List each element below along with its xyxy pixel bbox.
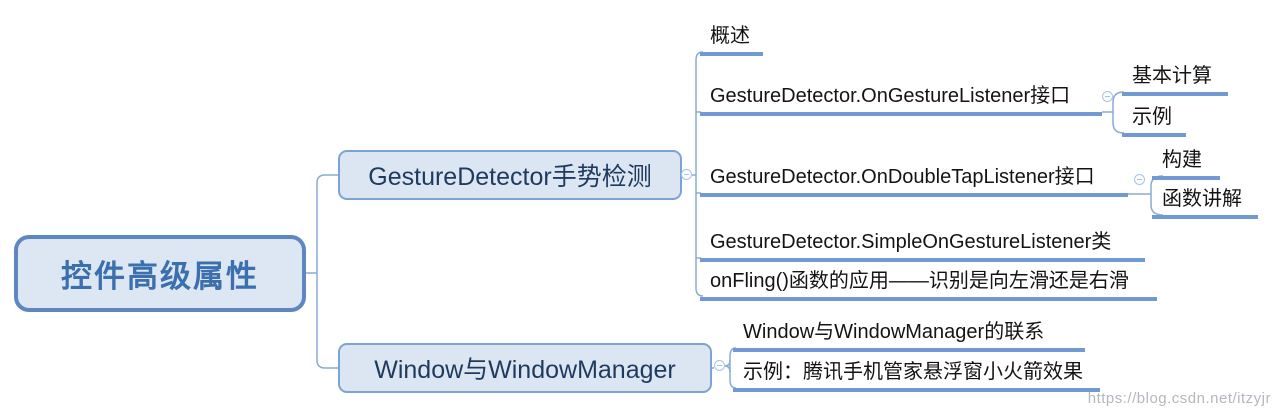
- topic-example-gesture[interactable]: 示例: [1122, 103, 1186, 137]
- topic-construction[interactable]: 构建: [1152, 146, 1220, 180]
- topic-basic-calculation[interactable]: 基本计算: [1122, 62, 1228, 96]
- watermark-url: https://blog.csdn.net/itzyjr: [1087, 390, 1271, 407]
- collapse-minus-icon[interactable]: [681, 169, 692, 180]
- topic-function-explanation[interactable]: 函数讲解: [1152, 185, 1258, 219]
- branch-gesturedetector-label: GestureDetector手势检测: [368, 163, 652, 191]
- topic-function-explanation-label: 函数讲解: [1162, 188, 1242, 210]
- branch-gesturedetector[interactable]: GestureDetector手势检测: [338, 150, 682, 200]
- topic-overview[interactable]: 概述: [700, 22, 763, 56]
- branch-windowmanager[interactable]: Window与WindowManager: [338, 343, 712, 393]
- root-topic-label: 控件高级属性: [61, 259, 259, 294]
- topic-window-relation-label: Window与WindowManager的联系: [743, 321, 1045, 343]
- topic-ondoubletaplistener-interface[interactable]: GestureDetector.OnDoubleTapListener接口: [700, 163, 1128, 197]
- topic-ondoubletaplistener-label: GestureDetector.OnDoubleTapListener接口: [710, 166, 1095, 188]
- topic-floating-rocket-label: 示例：腾讯手机管家悬浮窗小火箭效果: [743, 361, 1083, 383]
- topic-onfling-label: onFling()函数的应用——识别是向左滑还是右滑: [710, 270, 1129, 292]
- collapse-minus-icon[interactable]: [714, 360, 725, 371]
- collapse-minus-icon[interactable]: [1134, 174, 1145, 185]
- collapse-minus-icon[interactable]: [1102, 91, 1113, 102]
- topic-overview-label: 概述: [710, 25, 750, 47]
- topic-construction-label: 构建: [1162, 149, 1202, 171]
- topic-window-windowmanager-relation[interactable]: Window与WindowManager的联系: [733, 318, 1085, 352]
- branch-windowmanager-label: Window与WindowManager: [374, 356, 676, 384]
- topic-simpleongesturelistener-label: GestureDetector.SimpleOnGestureListener类: [710, 231, 1112, 253]
- topic-ongesturelistener-interface[interactable]: GestureDetector.OnGestureListener接口: [700, 82, 1102, 116]
- topic-simpleongesturelistener-class[interactable]: GestureDetector.SimpleOnGestureListener类: [700, 228, 1145, 262]
- topic-ongesturelistener-label: GestureDetector.OnGestureListener接口: [710, 85, 1071, 107]
- topic-example-gesture-label: 示例: [1132, 106, 1172, 128]
- topic-onfling-usage[interactable]: onFling()函数的应用——识别是向左滑还是右滑: [700, 267, 1157, 301]
- topic-basic-calculation-label: 基本计算: [1132, 65, 1212, 87]
- topic-example-floating-rocket[interactable]: 示例：腾讯手机管家悬浮窗小火箭效果: [733, 358, 1100, 392]
- root-topic[interactable]: 控件高级属性: [14, 235, 306, 312]
